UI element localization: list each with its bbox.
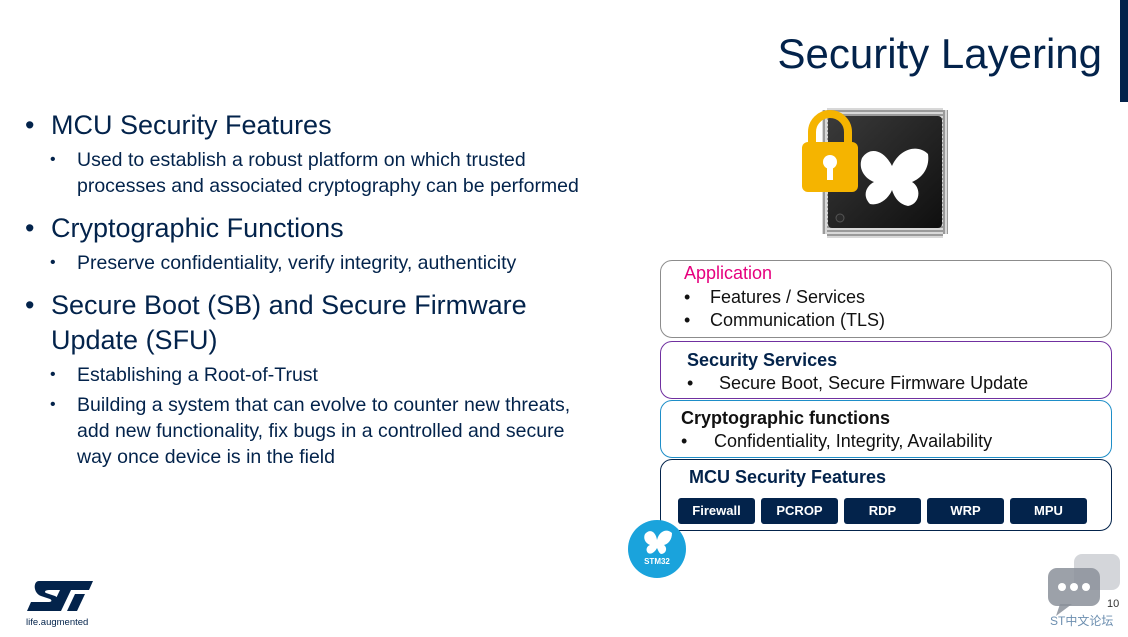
watermark-text: ST中文论坛: [1050, 614, 1114, 628]
feature-firewall: Firewall: [678, 498, 755, 524]
chip-lock-butterfly-icon: [800, 105, 952, 239]
bullet-dot: •: [50, 396, 56, 413]
bullet-list: • MCU Security Features • Used to establ…: [25, 108, 605, 470]
bullet-dot: •: [50, 254, 56, 271]
list-item: •Features / Services: [684, 287, 866, 307]
bullet-text: Cryptographic Functions: [51, 213, 344, 243]
title-accent-bar: [1120, 0, 1128, 102]
bullet-l2: • Building a system that can evolve to c…: [50, 392, 605, 470]
bullet-dot: •: [25, 290, 35, 320]
feature-mpu: MPU: [1010, 498, 1087, 524]
crypto-layer: Cryptographic functions •Confidentiality…: [660, 400, 1112, 458]
bullet-text: Preserve confidentiality, verify integri…: [77, 252, 517, 274]
list-item: •Secure Boot, Secure Firmware Update: [687, 373, 1029, 393]
slide-title: Security Layering: [777, 30, 1103, 77]
bullet-dot: •: [50, 151, 56, 168]
chat-bubbles-icon: [1046, 552, 1124, 632]
feature-pcrop: PCROP: [761, 498, 838, 524]
application-title: Application: [684, 263, 773, 283]
bullet-l1: • Secure Boot (SB) and Secure Firmware U…: [25, 288, 605, 358]
crypto-title: Cryptographic functions: [681, 408, 891, 428]
bullet-text: Used to establish a robust platform on w…: [77, 149, 579, 197]
stm32-label: STM32: [644, 557, 670, 566]
bullet-l2: • Preserve confidentiality, verify integ…: [50, 250, 605, 276]
page-number: 10: [1107, 598, 1120, 610]
st-logo: [25, 578, 95, 619]
application-layer: Application •Features / Services •Commun…: [660, 260, 1112, 338]
bullet-dot: •: [50, 366, 56, 383]
list-item: •Communication (TLS): [684, 310, 886, 330]
logo-tagline: life.augmented: [26, 617, 89, 628]
bullet-l2: • Used to establish a robust platform on…: [50, 147, 605, 199]
bullet-dot: •: [25, 213, 35, 243]
mcu-features-title: MCU Security Features: [689, 467, 887, 487]
list-item: •Confidentiality, Integrity, Availabilit…: [681, 431, 993, 451]
bullet-text: Building a system that can evolve to cou…: [77, 394, 571, 468]
bullet-text: Secure Boot (SB) and Secure Firmware Upd…: [51, 290, 527, 355]
security-services-layer: Security Services •Secure Boot, Secure F…: [660, 341, 1112, 399]
security-services-title: Security Services: [687, 350, 838, 370]
bullet-l1: • MCU Security Features: [25, 108, 605, 143]
bullet-text: Establishing a Root-of-Trust: [77, 364, 318, 386]
bullet-dot: •: [25, 110, 35, 140]
bullet-l1: • Cryptographic Functions: [25, 211, 605, 246]
bullet-l2: • Establishing a Root-of-Trust: [50, 362, 605, 388]
stm32-butterfly-icon: STM32: [628, 520, 686, 578]
feature-wrp: WRP: [927, 498, 1004, 524]
bullet-text: MCU Security Features: [51, 110, 332, 140]
feature-rdp: RDP: [844, 498, 921, 524]
